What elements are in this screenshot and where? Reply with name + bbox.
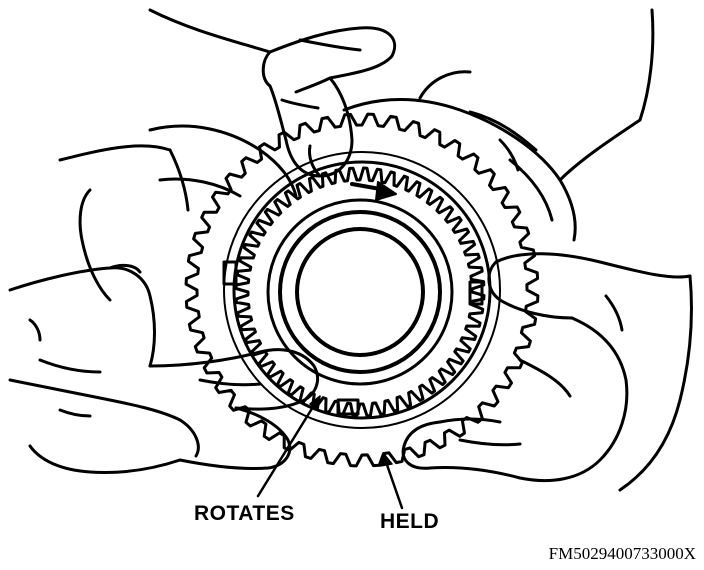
rotation-arrow [350,181,397,201]
outer-held-ring-gear [184,112,540,468]
rotates-label: ROTATES [194,502,295,525]
outer-ring-groove [223,151,501,429]
inner-hub-bore [295,227,425,357]
inner-rotating-gear [234,166,486,418]
figure-code: FM5029400733000X [548,544,696,563]
upper-right-hand [342,8,655,242]
held-leader-line [384,460,404,510]
upper-left-hand [58,124,298,302]
rotates-leader-line [256,400,318,498]
lug-left [222,260,238,286]
held-leader-arrow [379,453,393,467]
inner-hub-outer [278,210,442,374]
right-hand [401,252,694,492]
top-hand [148,8,397,178]
lug-bottom [336,398,360,416]
inner-gear-body [266,198,454,386]
lug-right [468,280,484,306]
rotates-leader-arrow [309,395,321,411]
held-label: HELD [380,510,440,533]
lower-left-hand [8,263,319,474]
